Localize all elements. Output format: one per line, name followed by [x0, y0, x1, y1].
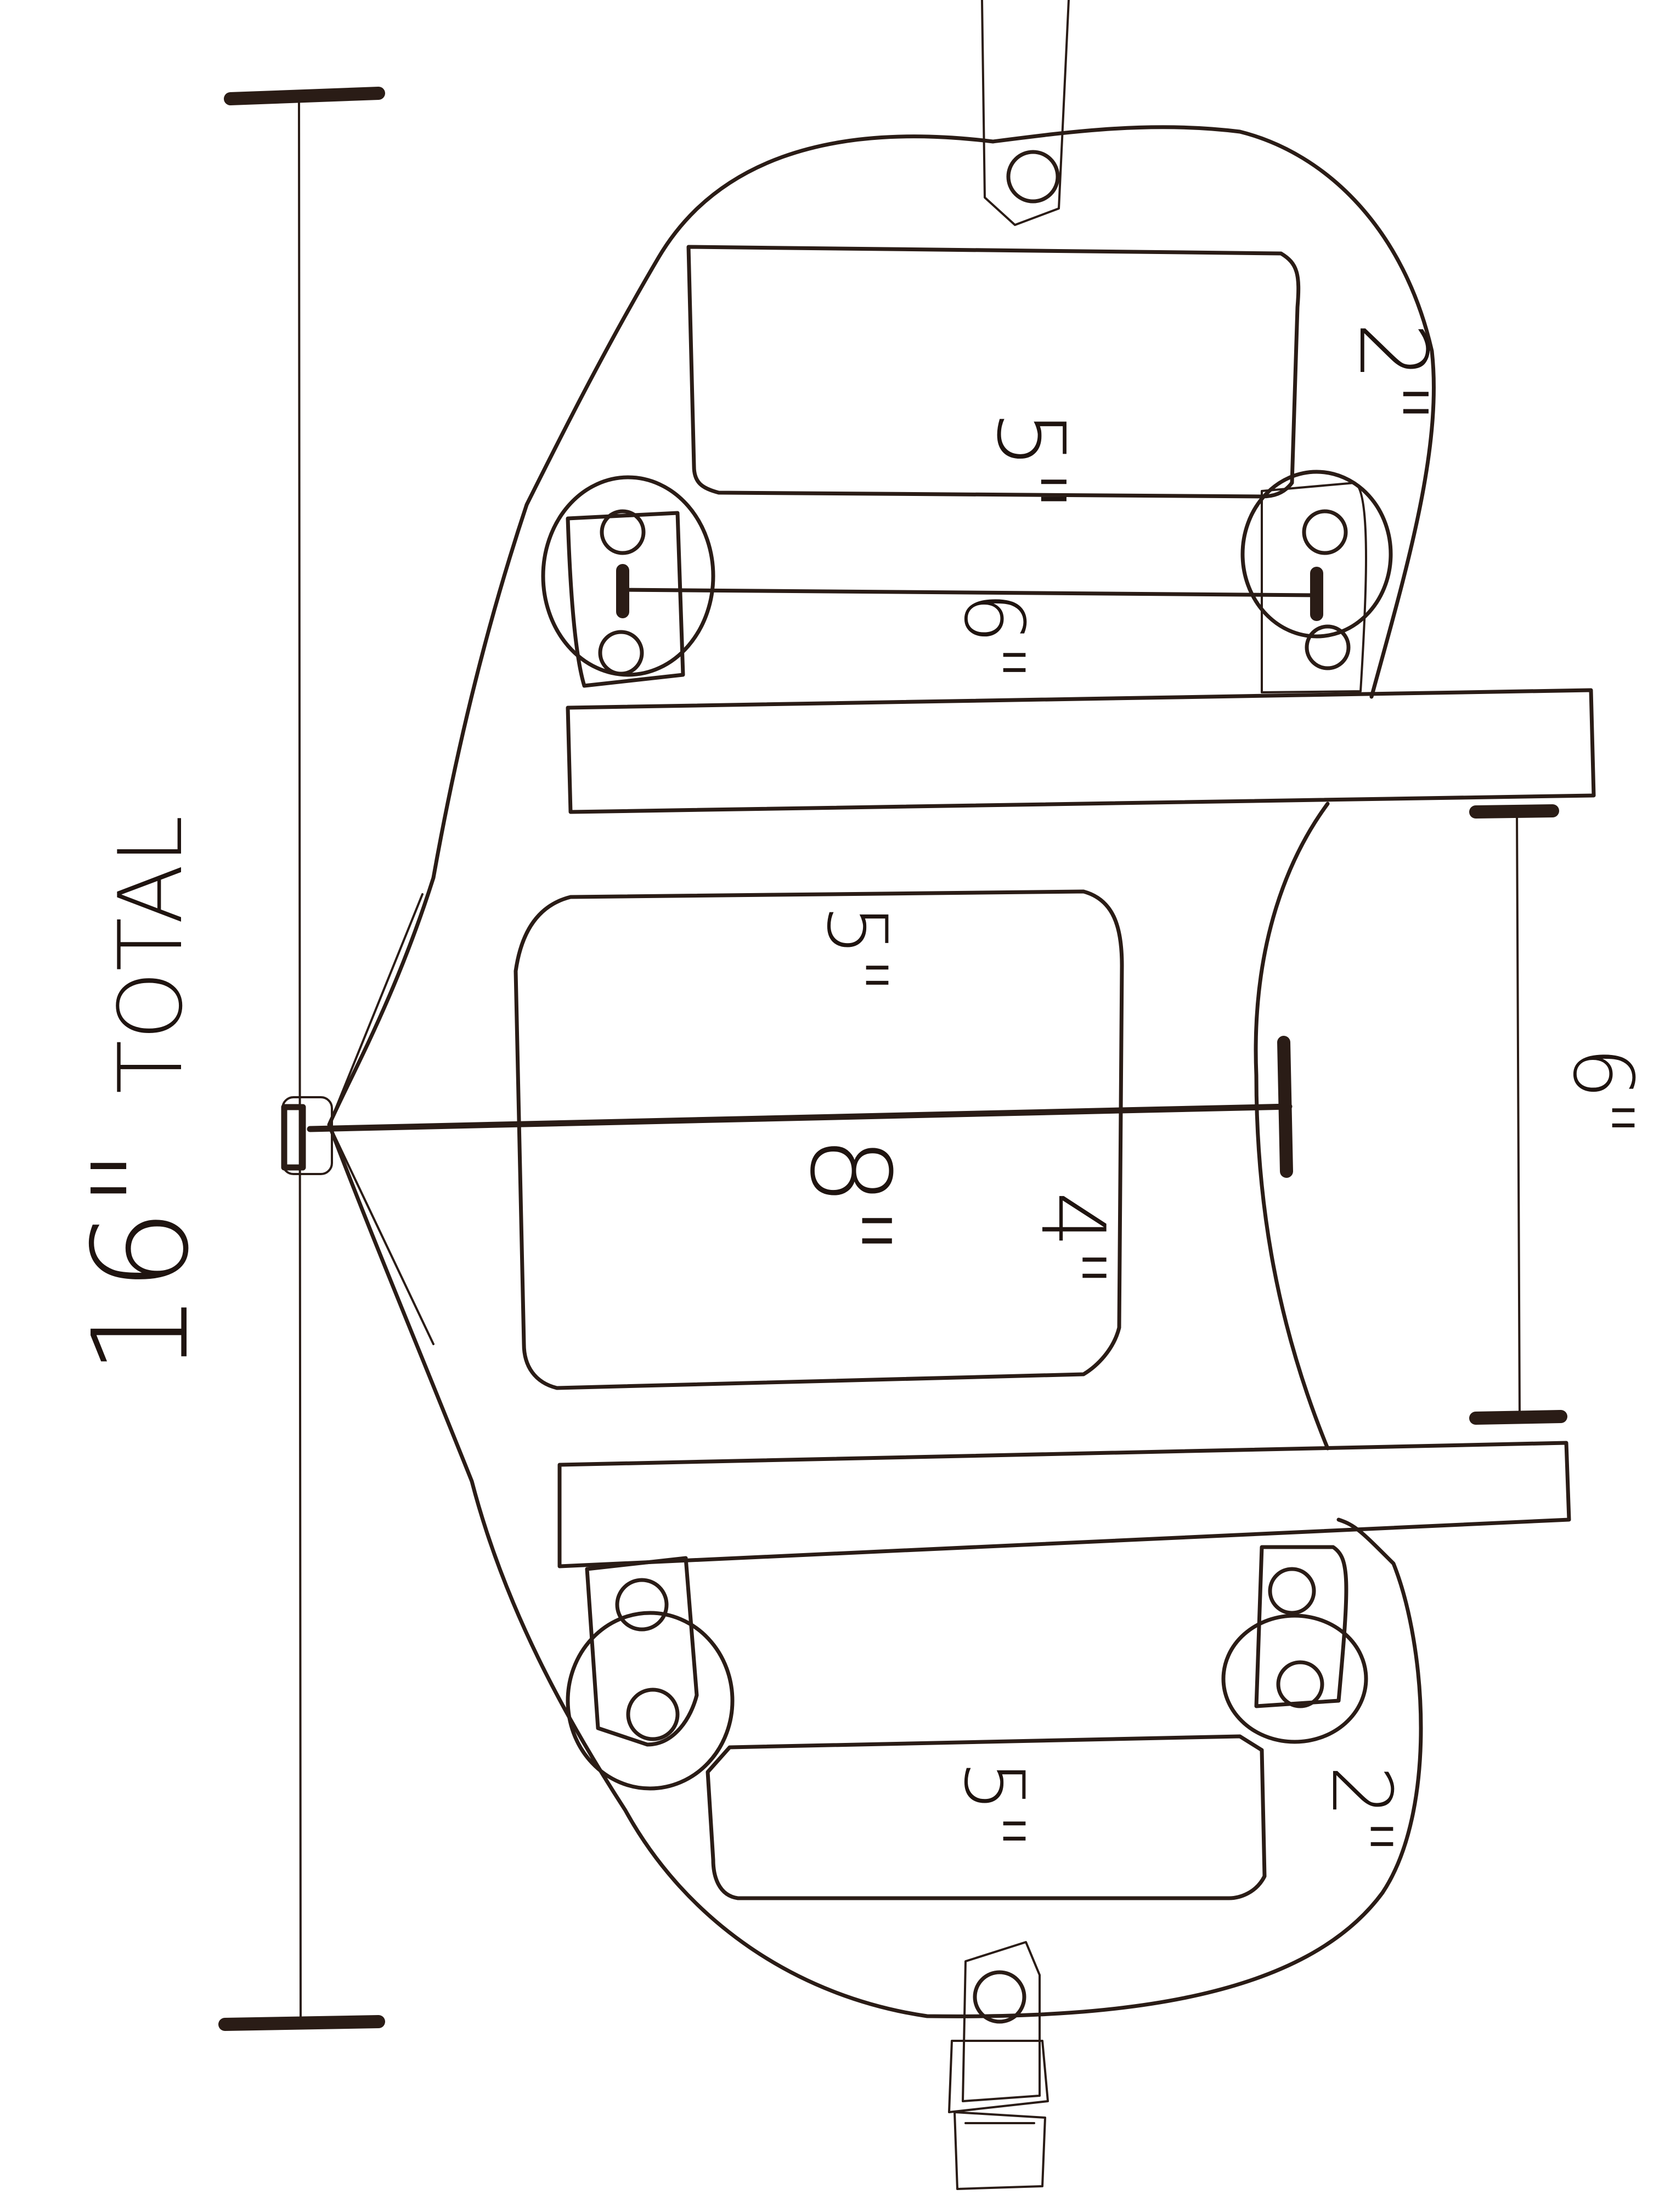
bottom-pocket-height-label: 2": [1313, 1765, 1409, 1855]
total-length-line: [298, 100, 302, 2028]
total-value: 16": [64, 1148, 218, 1376]
center-buckle-bar: [281, 1104, 306, 1171]
center-pocket-width-label: 5": [809, 904, 904, 994]
total-length-top-tick: [224, 87, 385, 105]
lower-strap-bar: [557, 1441, 1571, 1568]
center-curved-edge: [1254, 802, 1330, 1451]
center-taper-lines: [328, 893, 435, 1345]
center-length-tick: [1277, 1036, 1293, 1178]
top-pocket: [686, 245, 1301, 499]
total-word: TOTAL: [99, 815, 202, 1094]
lower-right-tab: [1221, 1545, 1368, 1744]
upper-left-tab: [541, 475, 715, 688]
bottom-pocket-height-label-group: 2": [1313, 1765, 1409, 1855]
top-pocket-height-label-group: 2": [1338, 322, 1447, 424]
rivet-icon: [1305, 624, 1351, 670]
top-pocket-width-label: 5": [976, 410, 1085, 512]
total-length-bottom-tick: [218, 2015, 385, 2031]
top-pocket-width-label-group: 5": [976, 410, 1085, 512]
center-pocket-length-label-group: 8": [786, 1136, 913, 1256]
rivet-icon: [600, 509, 646, 555]
bottom-pocket-width-label: 5": [946, 1760, 1041, 1850]
rivet-icon: [1268, 1567, 1316, 1615]
bottom-pocket-width-label-group: 5": [946, 1760, 1041, 1850]
total-label: TOTAL: [99, 815, 202, 1094]
total-length-dimension: [218, 87, 385, 2031]
rivet-icon: [598, 630, 644, 676]
rivet-icon: [1276, 1660, 1324, 1708]
center-pocket-depth-label: 4": [1022, 1192, 1124, 1288]
rivet-icon: [1302, 509, 1348, 555]
total-value-label: 16": [64, 1148, 218, 1376]
top-strap-spacing-label-group: 6": [946, 591, 1041, 681]
top-strap-spacing-dimension: [616, 564, 1323, 621]
rivet-icon: [626, 1688, 680, 1741]
bag-body-outline: [327, 125, 1436, 2018]
center-opening-label-group: 6": [1555, 1047, 1650, 1137]
upper-strap-bar: [566, 688, 1596, 814]
center-pocket-depth-label-group: 4": [1022, 1192, 1124, 1288]
rivet-icon: [973, 1970, 1026, 2024]
top-strap-spacing-label: 6": [946, 591, 1041, 681]
bottom-buckle-strap: [948, 1941, 1049, 2190]
bottom-pocket: [706, 1734, 1267, 1900]
top-strap: [981, 0, 1070, 226]
center-opening-label: 6": [1555, 1047, 1650, 1137]
rivet-icon: [615, 1578, 669, 1632]
center-pocket-width-label-group: 5": [809, 904, 904, 994]
center-opening-dimension: [1469, 804, 1567, 1425]
lower-left-tab: [566, 1556, 735, 1791]
top-strap-rivet: [1006, 150, 1060, 204]
upper-right-tab: [1240, 470, 1393, 693]
center-pocket-length-label: 8": [786, 1136, 913, 1256]
center-length-line: [307, 1103, 1293, 1132]
top-pocket-height-label: 2": [1338, 322, 1447, 424]
center-pocket: [514, 889, 1124, 1390]
